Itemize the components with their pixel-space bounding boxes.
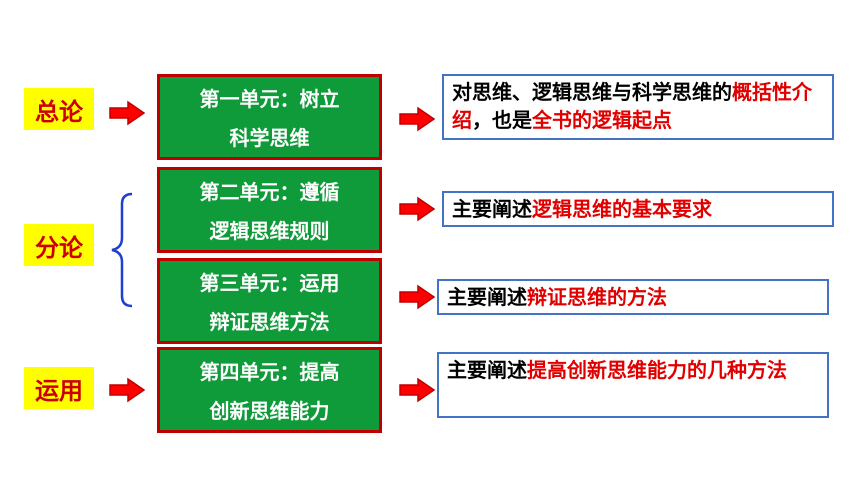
unit-2-line2: 逻辑思维规则 [209, 219, 330, 243]
desc-3-text: 主要阐述 [447, 285, 527, 309]
desc-1-text-mid: ，也是 [472, 108, 532, 132]
desc-2-text: 主要阐述 [452, 197, 532, 221]
unit-3-line1: 第三单元：运用 [199, 271, 340, 295]
desc-1-text: 对思维、逻辑思维与科学思维的 [452, 80, 732, 104]
arrow-right-icon [109, 100, 146, 126]
label-intro: 总论 [24, 88, 94, 130]
unit-3-line2: 辩证思维方法 [209, 310, 330, 334]
desc-1-highlight-end: 全书的逻辑起点 [532, 108, 672, 132]
arrow-right-icon [399, 377, 436, 403]
unit-box-1: 第一单元：树立 科学思维 [157, 74, 382, 160]
desc-1-highlight: 概括性介绍 [452, 80, 812, 132]
desc-box-1: 对思维、逻辑思维与科学思维的概括性介绍，也是全书的逻辑起点 [442, 74, 834, 140]
unit-1-line2: 科学思维 [229, 126, 310, 150]
arrow-right-icon [109, 377, 146, 403]
unit-1-line1: 第一单元：树立 [199, 87, 340, 111]
label-middle: 分论 [24, 224, 94, 266]
arrow-right-icon [399, 196, 436, 222]
unit-4-line2: 创新思维能力 [209, 399, 330, 423]
unit-box-3: 第三单元：运用 辩证思维方法 [157, 258, 382, 344]
label-apply: 运用 [24, 367, 94, 409]
desc-box-4: 主要阐述提高创新思维能力的几种方法 [437, 352, 829, 418]
desc-2-highlight: 逻辑思维的基本要求 [532, 197, 712, 221]
unit-4-line1: 第四单元：提高 [199, 360, 340, 384]
curly-brace [111, 192, 133, 308]
unit-2-line1: 第二单元：遵循 [199, 180, 340, 204]
desc-3-highlight: 辩证思维的方法 [527, 285, 667, 309]
arrow-right-icon [399, 106, 436, 132]
desc-4-highlight: 提高创新思维能力的几种方法 [527, 358, 787, 382]
desc-box-2: 主要阐述逻辑思维的基本要求 [442, 191, 834, 227]
desc-box-3: 主要阐述辩证思维的方法 [437, 279, 829, 315]
desc-4-text: 主要阐述 [447, 358, 527, 382]
unit-box-2: 第二单元：遵循 逻辑思维规则 [157, 167, 382, 253]
arrow-right-icon [399, 284, 436, 310]
unit-box-4: 第四单元：提高 创新思维能力 [157, 347, 382, 433]
